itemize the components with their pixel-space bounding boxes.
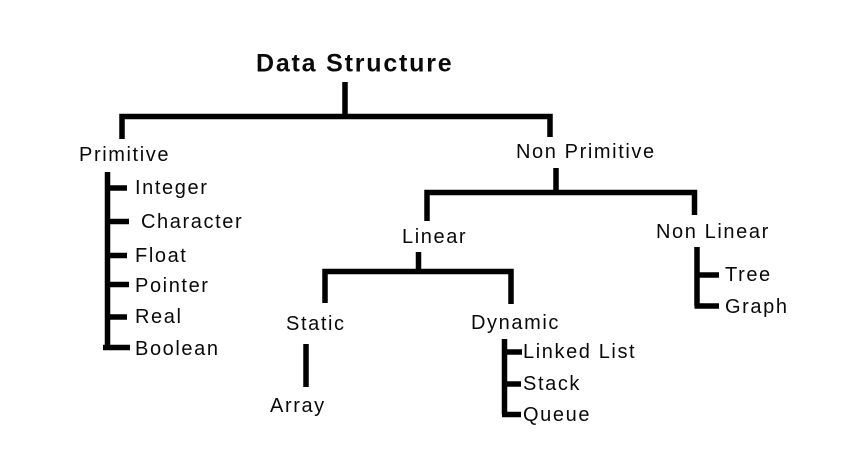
node-linked-list: Linked List <box>523 341 637 363</box>
node-non-linear: Non Linear <box>656 221 770 243</box>
node-graph: Graph <box>725 296 789 318</box>
node-integer: Integer <box>135 177 209 199</box>
node-real: Real <box>135 306 183 328</box>
node-boolean: Boolean <box>135 338 220 360</box>
node-queue: Queue <box>523 404 592 426</box>
node-dynamic: Dynamic <box>471 312 560 334</box>
node-data-structure: Data Structure <box>256 49 454 78</box>
node-tree: Tree <box>725 264 772 286</box>
node-character: Character <box>141 211 244 233</box>
node-primitive: Primitive <box>79 144 171 166</box>
node-stack: Stack <box>523 373 582 395</box>
connector-group <box>103 82 719 418</box>
node-array: Array <box>270 395 326 417</box>
connector-linear-bracket <box>322 268 514 304</box>
node-float: Float <box>135 245 188 267</box>
connector-level1-bracket <box>119 113 553 139</box>
node-linear: Linear <box>402 226 468 248</box>
node-static: Static <box>286 313 346 335</box>
node-pointer: Pointer <box>135 275 210 297</box>
node-non-primitive: Non Primitive <box>516 141 656 163</box>
connector-non-primitive-bracket <box>424 189 698 221</box>
